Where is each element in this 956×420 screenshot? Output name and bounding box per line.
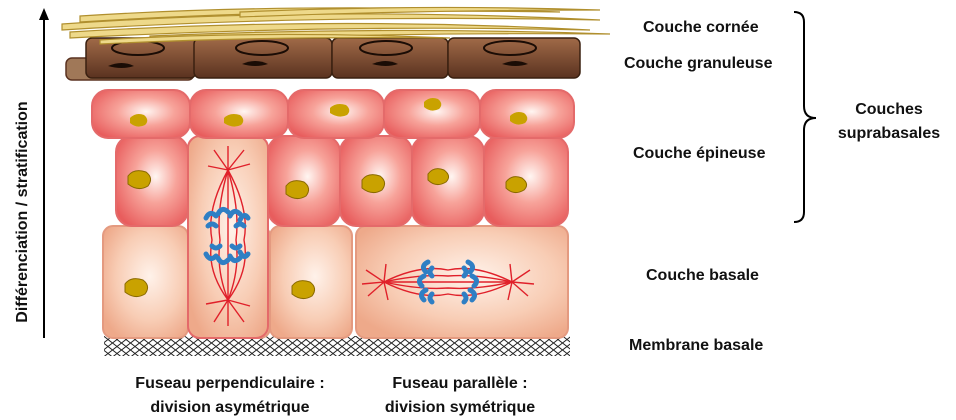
label-couche-cornee: Couche cornée <box>643 19 759 37</box>
nucleus <box>128 171 151 189</box>
suprabasal-bracket <box>794 12 816 222</box>
nucleus <box>286 181 309 199</box>
differentiation-arrow <box>39 8 49 338</box>
nucleus <box>125 279 148 297</box>
label-suprabasal-line1: Couches <box>822 98 956 122</box>
nucleus <box>424 98 441 111</box>
caption-perpendicular-line2: division asymétrique <box>115 396 345 420</box>
nucleus <box>292 281 315 299</box>
caption-parallel-line2: division symétrique <box>360 396 560 420</box>
caption-perpendicular: Fuseau perpendiculaire : division asymét… <box>115 372 345 420</box>
label-couche-epineuse: Couche épineuse <box>633 145 765 163</box>
label-couche-granuleuse: Couche granuleuse <box>624 55 772 73</box>
label-suprabasal-line2: suprabasales <box>822 122 956 146</box>
nucleus <box>506 177 527 193</box>
upper-spinous-row <box>92 90 574 138</box>
axis-label: Différenciation / stratification <box>8 72 38 352</box>
nucleus <box>428 169 449 185</box>
axis-label-text: Différenciation / stratification <box>14 101 32 322</box>
label-couche-basale: Couche basale <box>646 267 759 285</box>
caption-parallel-line1: Fuseau parallèle : <box>360 372 560 396</box>
label-suprabasal: Couches suprabasales <box>822 98 956 146</box>
nucleus <box>510 112 527 125</box>
granular-layer <box>66 38 580 80</box>
nucleus <box>130 114 147 127</box>
caption-perpendicular-line1: Fuseau perpendiculaire : <box>115 372 345 396</box>
label-membrane-basale: Membrane basale <box>629 337 763 355</box>
nucleus <box>362 175 385 193</box>
caption-parallel: Fuseau parallèle : division symétrique <box>360 372 560 420</box>
